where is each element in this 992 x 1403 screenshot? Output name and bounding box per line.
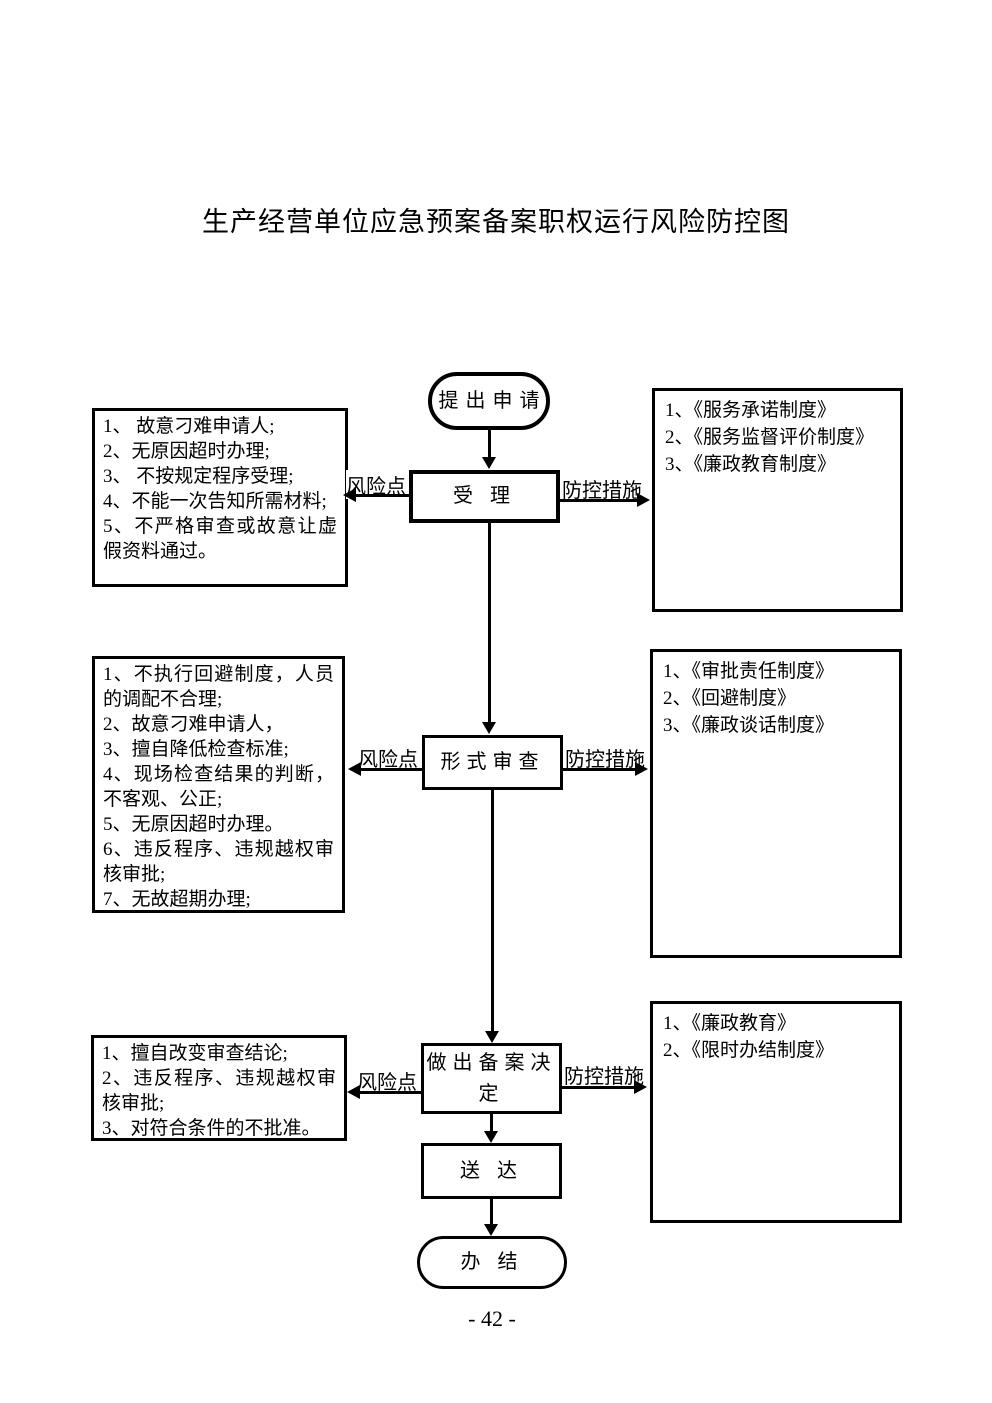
risk-box-decision: 1、擅自改变审查结论; 2、违反程序、违规越权审核审批; 3、对符合条件的不批准… [91,1035,347,1141]
arrow-decision-risk-head [347,1085,360,1099]
list-item: 1、 故意刁难申请人; [103,416,275,437]
list-item: 5、不严格审查或故意让虚假资料通过。 [103,516,337,562]
list-item: 1、不执行回避制度，人员的调配不合理; [103,664,334,710]
arrow-decision-to-deliver-line [490,1114,493,1132]
flow-node-accept: 受 理 [409,470,560,523]
risk-point-label-3: 风险点 [357,1066,417,1095]
risk-box-review: 1、不执行回避制度，人员的调配不合理; 2、故意刁难申请人， 3、擅自降低检查标… [92,656,345,913]
flow-node-deliver: 送 达 [421,1143,562,1199]
list-item: 4、现场检查结果的判断，不客观、公正; [103,764,334,810]
page-number: - 42 - [468,1306,516,1331]
arrow-decision-risk-line [355,1091,421,1094]
risk-point-label-2: 风险点 [358,743,418,772]
flow-node-decision-label: 做出备案决 定 [426,1051,557,1105]
flow-node-start-label: 提出申请 [438,389,547,412]
risk-box-accept: 1、 故意刁难申请人; 2、无原因超时办理; 3、 不按规定程序受理; 4、不能… [92,408,348,587]
page-title: 生产经营单位应急预案备案职权运行风险防控图 [202,207,790,237]
arrow-decision-measure-head [634,1080,647,1094]
measure-box-accept: 1、《服务承诺制度》 2、《服务监督评价制度》 3、《廉政教育制度》 [652,388,903,612]
measure-box-decision: 1、《廉政教育》 2、《限时办结制度》 [650,1001,902,1223]
flow-node-end: 办 结 [417,1236,567,1289]
flow-node-start: 提出申请 [428,372,550,430]
arrow-decision-measure-line [562,1086,635,1089]
measure-box-review: 1、《审批责任制度》 2、《回避制度》 3、《廉政谈话制度》 [650,649,902,958]
arrow-start-to-accept-head [482,457,496,469]
arrow-accept-measure-line [560,499,638,502]
control-measure-label-2: 防控措施 [565,743,645,772]
arrow-deliver-to-end-line [490,1199,493,1225]
list-item: 2、违反程序、违规越权审核审批; [102,1068,336,1114]
arrow-decision-to-deliver-head [484,1131,498,1143]
list-item: 5、无原因超时办理。 [103,814,284,835]
flow-node-end-label: 办 结 [460,1251,524,1273]
arrow-review-to-decision-line [491,790,494,1032]
list-item: 4、不能一次告知所需材料; [103,491,327,512]
flow-node-deliver-label: 送 达 [460,1159,523,1182]
arrow-deliver-to-end-head [484,1224,498,1236]
list-item: 7、无故超期办理; [103,889,251,910]
control-measure-label-3: 防控措施 [564,1060,644,1089]
arrow-review-to-decision-head [485,1031,499,1043]
list-item: 3、《廉政谈话制度》 [663,715,835,736]
flow-node-review: 形式审查 [422,735,563,790]
list-item: 6、违反程序、违规越权审核审批; [103,839,334,885]
arrow-accept-measure-head [637,493,650,507]
arrow-review-measure-line [563,768,636,771]
list-item: 3、《廉政教育制度》 [665,454,837,475]
arrow-review-measure-head [635,762,648,776]
flow-node-accept-label: 受 理 [453,485,516,507]
list-item: 2、《回避制度》 [663,688,797,709]
list-item: 1、《服务承诺制度》 [665,400,837,421]
list-item: 1、《审批责任制度》 [663,661,835,682]
arrow-accept-to-review-line [488,523,491,723]
list-item: 2、《限时办结制度》 [663,1040,835,1061]
arrow-review-risk-line [356,768,422,771]
list-item: 3、 不按规定程序受理; [103,466,294,487]
control-measure-label-1: 防控措施 [562,474,642,503]
arrow-accept-to-review-head [482,722,496,734]
arrow-accept-risk-head [343,488,356,502]
arrow-start-to-accept-line [488,430,491,458]
flow-node-decision: 做出备案决 定 [421,1043,562,1114]
list-item: 2、无原因超时办理; [103,441,270,462]
arrow-accept-risk-line [352,494,409,497]
list-item: 1、《廉政教育》 [663,1013,797,1034]
list-item: 1、擅自改变审查结论; [102,1043,288,1064]
list-item: 3、对符合条件的不批准。 [102,1118,321,1139]
flow-node-review-label: 形式审查 [440,751,545,773]
list-item: 2、《服务监督评价制度》 [665,427,875,448]
list-item: 3、擅自降低检查标准; [103,739,289,760]
list-item: 2、故意刁难申请人， [103,714,284,735]
arrow-review-risk-head [348,762,361,776]
